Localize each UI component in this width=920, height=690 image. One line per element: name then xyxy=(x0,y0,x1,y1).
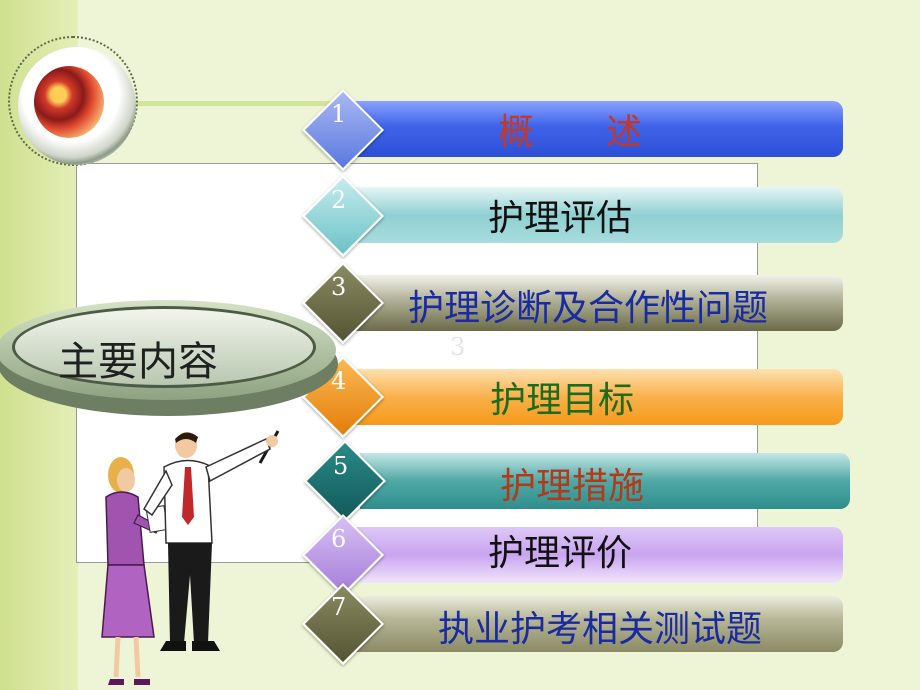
pills-logo-icon xyxy=(34,66,104,138)
item-3-number: 3 xyxy=(331,273,347,301)
presenters-illustration xyxy=(101,430,280,685)
item-4-label: 护理目标 xyxy=(490,380,635,421)
item-1-label: 概 述 xyxy=(498,112,643,153)
item-6-number: 6 xyxy=(331,525,347,553)
item-3-label: 护理诊断及合作性问题 xyxy=(408,288,769,329)
item-3-bar xyxy=(348,275,843,331)
item-6-bar xyxy=(348,527,843,583)
title-disc xyxy=(12,306,316,388)
logo-dotted-ring xyxy=(8,36,138,166)
item-1-bar xyxy=(348,101,843,157)
item-1-number: 1 xyxy=(331,100,347,128)
item-7-number: 7 xyxy=(331,593,347,621)
item-5-bar xyxy=(360,453,850,509)
item-2-bar xyxy=(348,187,843,243)
item-6-label: 护理评价 xyxy=(488,533,633,574)
item-7-label: 执业护考相关测试题 xyxy=(438,609,763,650)
man-figure xyxy=(143,432,278,651)
woman-figure xyxy=(101,457,169,685)
section-title: 主要内容 xyxy=(58,339,218,385)
stray-number: 3 xyxy=(450,333,466,361)
item-7-bar xyxy=(348,596,843,652)
item-4-bar xyxy=(348,369,843,425)
header-rule xyxy=(130,101,430,106)
item-2-number: 2 xyxy=(331,186,347,214)
item-5-number: 5 xyxy=(333,452,349,480)
item-2-label: 护理评估 xyxy=(488,198,633,239)
item-5-label: 护理措施 xyxy=(500,466,645,507)
